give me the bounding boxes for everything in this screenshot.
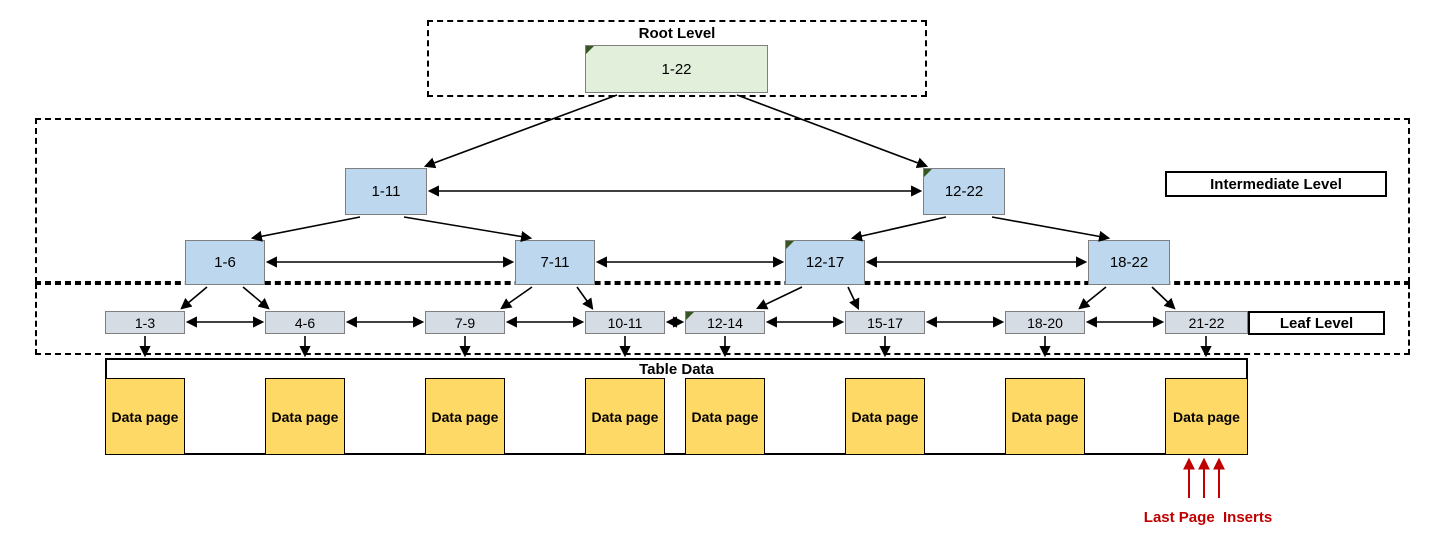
data-page-3: Data page (425, 378, 505, 455)
node-label: 1-3 (134, 314, 156, 331)
node-label: 15-17 (867, 314, 903, 331)
last-page-inserts-label: Last Page Inserts (1143, 509, 1273, 526)
data-page-label: Data page (111, 408, 179, 425)
node-label: 18-20 (1027, 314, 1063, 331)
node-label: 4-6 (294, 314, 316, 331)
node-label: 12-14 (707, 314, 743, 331)
node-label: 7-11 (540, 254, 570, 271)
node-label: 1-11 (371, 183, 401, 200)
node-label: 10-11 (607, 314, 643, 331)
node-label: 1-6 (214, 254, 236, 271)
node-12-22: 12-22 (923, 168, 1005, 215)
table-data-label: Table Data (639, 361, 714, 378)
leaf-node-15-17: 15-17 (845, 311, 925, 334)
last-page-insert-arrows (1183, 457, 1225, 498)
data-page-label: Data page (591, 408, 659, 425)
node-1-11: 1-11 (345, 168, 427, 215)
node-18-22: 18-22 (1088, 240, 1170, 285)
node-label: 1-22 (661, 60, 692, 78)
data-page-label: Data page (1173, 408, 1240, 425)
data-page-1: Data page (105, 378, 185, 455)
data-page-label: Data page (271, 408, 339, 425)
intermediate-level-container (35, 118, 1410, 283)
data-page-4: Data page (585, 378, 665, 455)
leaf-node-4-6: 4-6 (265, 311, 345, 334)
data-page-label: Data page (1011, 408, 1079, 425)
leaf-level-label: Leaf Level (1248, 311, 1385, 335)
leaf-node-1-3: 1-3 (105, 311, 185, 334)
node-label: 12-22 (944, 183, 984, 200)
leaf-node-10-11: 10-11 (585, 311, 665, 334)
node-label: 18-22 (1109, 254, 1149, 271)
node-1-22: 1-22 (585, 45, 768, 93)
leaf-node-18-20: 18-20 (1005, 311, 1085, 334)
data-page-6: Data page (845, 378, 925, 455)
node-12-17: 12-17 (785, 240, 865, 285)
data-page-2: Data page (265, 378, 345, 455)
leaf-node-7-9: 7-9 (425, 311, 505, 334)
data-page-label: Data page (691, 408, 759, 425)
node-7-11: 7-11 (515, 240, 595, 285)
comment-marker-icon (924, 169, 932, 177)
data-page-5: Data page (685, 378, 765, 455)
leaf-node-12-14: 12-14 (685, 311, 765, 334)
intermediate-level-label: Intermediate Level (1165, 171, 1387, 197)
data-page-8: Data page (1165, 378, 1248, 455)
data-page-7: Data page (1005, 378, 1085, 455)
data-page-label: Data page (851, 408, 919, 425)
node-label: 7-9 (454, 314, 476, 331)
comment-marker-icon (786, 241, 794, 249)
comment-marker-icon (686, 312, 694, 320)
root-level-container: Root Level (427, 20, 927, 97)
data-page-label: Data page (431, 408, 499, 425)
node-1-6: 1-6 (185, 240, 265, 285)
comment-marker-icon (586, 46, 594, 54)
root-level-label: Root Level (638, 25, 716, 42)
node-label: 12-17 (805, 254, 845, 271)
leaf-node-21-22: 21-22 (1165, 311, 1248, 334)
node-label: 21-22 (1188, 314, 1225, 331)
